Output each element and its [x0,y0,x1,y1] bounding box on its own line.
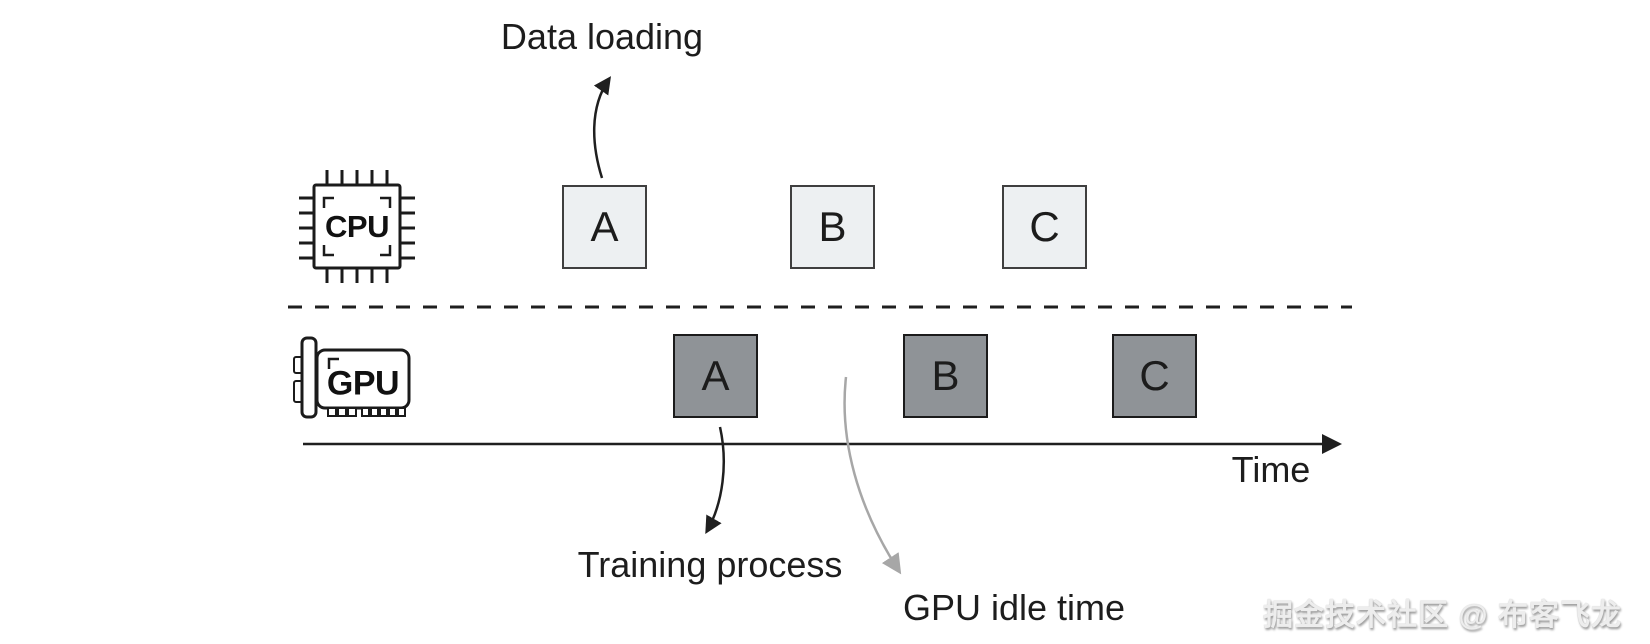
gpu-connector-teeth [327,407,406,417]
gpu-task-box-c: C [1112,334,1197,418]
training-process-label: Training process [577,544,843,585]
gpu-bracket-bar [300,336,318,419]
gpu-task-box-c-label: C [1139,352,1170,399]
cpu-row-label: CPU [325,209,389,244]
data-loading-label: Data loading [500,16,704,57]
gpu-idle-time-label: GPU idle time [902,587,1126,628]
cpu-chip-corner-brackets [322,196,392,257]
cpu-chip-icon [299,170,415,283]
gpu-inner-corner-bracket [327,357,339,369]
gpu-task-box-b: B [903,334,988,418]
gpu-task-box-a-label: A [701,352,730,399]
gpu-task-box-a: A [673,334,758,418]
data-loading-arrow [592,76,611,179]
gpu-task-box-b-label: B [931,352,960,399]
gpu-card-icon [293,336,411,419]
cpu-task-box-c-label: C [1029,203,1060,250]
cpu-task-box-a: A [562,185,647,269]
watermark-text: 掘金技术社区 @ 布客飞龙 [1263,599,1622,632]
cpu-task-box-a-label: A [590,203,619,250]
cpu-task-box-c: C [1002,185,1087,269]
time-axis-label: Time [1231,449,1311,490]
gpu-idle-time-arrow [843,376,902,575]
training-process-arrow [705,426,725,535]
cpu-chip-body [312,183,402,270]
gpu-row-label: GPU [326,364,400,403]
cpu-chip-pins [299,170,415,283]
cpu-task-box-b-label: B [818,203,847,250]
cpu-task-box-b: B [790,185,875,269]
